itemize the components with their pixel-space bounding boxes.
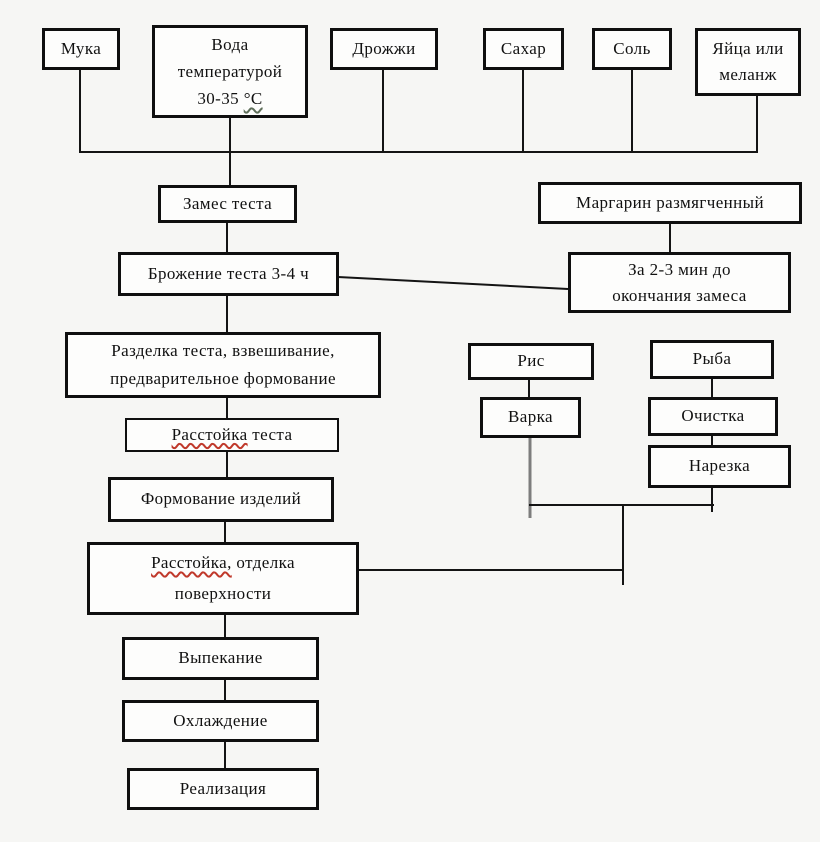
node-dough-fermentation: Брожение теста 3-4 ч <box>118 252 339 296</box>
node-shaping-label: Формование изделий <box>140 489 302 509</box>
node-finishing-line2: поверхности <box>174 583 272 603</box>
node-fish: Рыба <box>650 340 774 379</box>
node-shaping: Формование изделий <box>108 477 334 522</box>
node-before-kneading-end-line1: За 2-3 мин до <box>628 260 731 279</box>
node-sale-label: Реализация <box>179 778 267 798</box>
node-cooling-label: Охлаждение <box>173 710 268 730</box>
node-eggs-line1: Яйца или <box>712 38 784 58</box>
node-margarine-label: Маргарин размягченный <box>576 192 764 212</box>
misspelled-word-proofing: Расстойка <box>171 424 248 444</box>
node-sale: Реализация <box>127 768 319 810</box>
node-salt: Соль <box>592 28 672 70</box>
node-rice: Рис <box>468 343 594 380</box>
node-baking: Выпекание <box>122 637 319 680</box>
node-dividing-line1: Разделка теста, взвешивание, <box>111 340 335 360</box>
node-dough-proofing-rest: теста <box>247 424 293 444</box>
node-finishing-rest: отделка <box>231 552 295 572</box>
node-before-kneading-end-line2: окончания замеса <box>612 285 747 305</box>
node-dough-kneading: Замес теста <box>158 185 297 223</box>
node-cooling: Охлаждение <box>122 700 319 742</box>
node-dough-proofing-label: Расстойка теста <box>172 423 293 448</box>
node-proofing-surface-finishing: Расстойка, отделка поверхности <box>87 542 359 615</box>
node-eggs-or-melange: Яйца или меланж <box>695 28 801 96</box>
node-baking-label: Выпекание <box>178 648 263 668</box>
node-dough-dividing: Разделка теста, взвешивание, предварител… <box>65 332 381 398</box>
node-water-line2: температурой <box>177 61 283 81</box>
node-water-degrees-misspelling: °С <box>243 89 263 109</box>
node-water-line1: Вода <box>211 34 249 54</box>
node-rice-label: Рис <box>517 351 545 371</box>
node-flour-label: Мука <box>60 38 102 58</box>
node-margarine-softened: Маргарин размягченный <box>538 182 802 224</box>
node-slicing-label: Нарезка <box>688 456 751 476</box>
node-water-line3: 30-35 °С <box>197 85 262 112</box>
node-before-kneading-end: За 2-3 мин до окончания замеса <box>568 252 791 313</box>
node-water-temp-range: 30-35 <box>197 89 244 109</box>
node-finishing-line1: Расстойка, отделка <box>151 548 295 579</box>
node-fermentation-label: Брожение теста 3-4 ч <box>147 263 310 283</box>
node-yeast: Дрожжи <box>330 28 438 70</box>
node-dividing-line2: предварительное формование <box>110 369 336 388</box>
node-boiling-label: Варка <box>508 407 553 427</box>
node-dough-kneading-label: Замес теста <box>182 193 273 213</box>
node-dough-proofing: Расстойка теста <box>125 418 339 452</box>
node-slicing: Нарезка <box>648 445 791 488</box>
node-cleaning: Очистка <box>648 397 778 436</box>
node-yeast-label: Дрожжи <box>352 38 416 58</box>
node-boiling: Варка <box>480 397 581 438</box>
node-fish-label: Рыба <box>692 349 732 369</box>
node-flour: Мука <box>42 28 120 70</box>
node-eggs-line2: меланж <box>719 65 777 84</box>
node-sugar: Сахар <box>483 28 564 70</box>
misspelled-word-finishing: Расстойка, <box>151 552 232 572</box>
node-cleaning-label: Очистка <box>681 406 745 426</box>
edge-fermentation-to-before-end <box>337 276 569 290</box>
node-water-30-35: Вода температурой 30-35 °С <box>152 25 308 118</box>
node-sugar-label: Сахар <box>500 38 547 58</box>
node-salt-label: Соль <box>613 38 651 58</box>
